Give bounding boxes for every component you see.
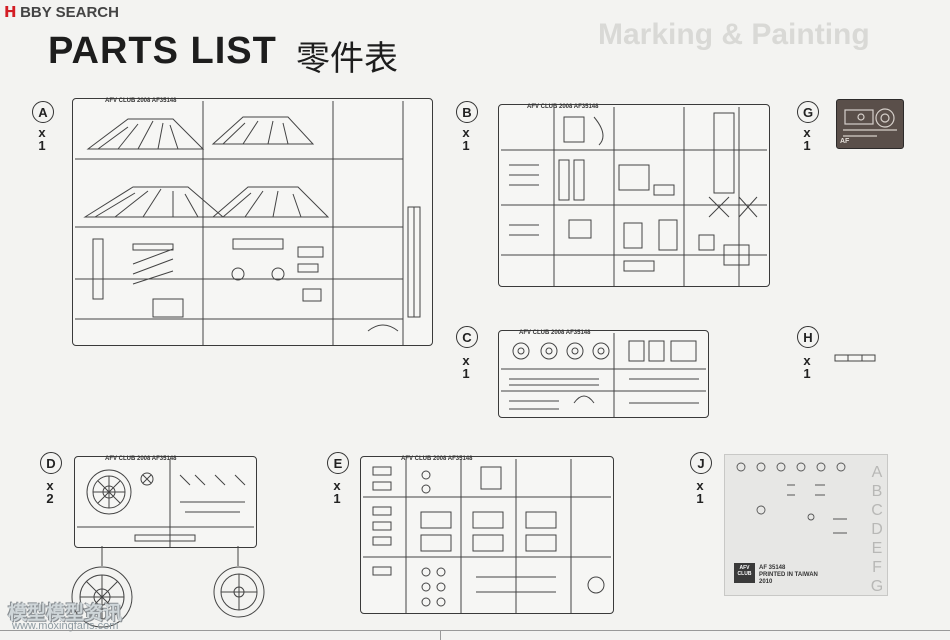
- sprue-a-label: AFV CLUB 2008 AF35148: [105, 98, 177, 104]
- sprue-qty-x-e: x: [333, 478, 341, 493]
- decal-year: 2010: [759, 579, 773, 585]
- page-title: PARTS LIST: [48, 30, 277, 72]
- sprue-qty-g: 1: [803, 138, 811, 153]
- sprue-qty-x-a: x: [38, 125, 46, 140]
- decal-letter: E: [871, 540, 883, 557]
- sprue-d-diagram: AFV CLUB 2008 AF35148: [74, 456, 257, 548]
- sprue-c-parts: [501, 333, 706, 417]
- bottom-divider: [0, 630, 950, 631]
- sprue-letter-j: J: [690, 452, 712, 474]
- decal-letter: F: [872, 559, 882, 576]
- decal-sheet-j: A B C D E F G AFV CLUB AF 35148 PRINTED …: [724, 454, 888, 596]
- photo-etch-parts: [843, 108, 897, 137]
- sprue-d-parts: [77, 459, 254, 547]
- sprue-qty-j: 1: [696, 491, 704, 506]
- wheel-part-right: [212, 565, 266, 619]
- logo-text: BBY SEARCH: [20, 3, 119, 21]
- page-title-chinese: 零件表: [296, 39, 398, 79]
- sprue-letter-d: D: [40, 452, 62, 474]
- etch-label: AF: [840, 138, 850, 145]
- decal-code: AF 35148: [759, 565, 786, 571]
- logo-mark: H: [4, 3, 17, 21]
- sprue-qty-b: 1: [462, 138, 470, 153]
- decal-letter: A: [871, 464, 883, 481]
- sprue-qty-d: 2: [46, 491, 54, 506]
- sprue-letter-h: H: [797, 326, 819, 348]
- wheel-connectors: [101, 546, 239, 566]
- sprue-h-part: [834, 349, 876, 362]
- wheel-right-drawing: [213, 566, 265, 618]
- sprue-c-label: AFV CLUB 2008 AF35148: [519, 330, 591, 336]
- sprue-qty-x-g: x: [803, 125, 811, 140]
- decal-side-letters: A B C D E F G: [870, 463, 884, 596]
- sprue-letter-b: B: [456, 101, 478, 123]
- sprue-a-diagram: AFV CLUB 2008 AF35148: [72, 98, 433, 346]
- sprue-qty-x-c: x: [462, 353, 470, 368]
- sprue-qty-x-b: x: [462, 125, 470, 140]
- sprue-c-diagram: AFV CLUB 2008 AF35148: [498, 330, 709, 418]
- sprue-qty-a: 1: [38, 138, 46, 153]
- sprue-letter-c: C: [456, 326, 478, 348]
- decal-letter: C: [871, 502, 883, 519]
- sprue-qty-c: 1: [462, 366, 470, 381]
- sprue-qty-x-h: x: [803, 353, 811, 368]
- sprue-letter-g: G: [797, 101, 819, 123]
- wheel-left-drawing: [71, 566, 133, 628]
- sprue-qty-e: 1: [333, 491, 341, 506]
- sprue-qty-h: 1: [803, 366, 811, 381]
- decal-letter: D: [871, 521, 883, 538]
- sprue-qty-x-d: x: [46, 478, 54, 493]
- decal-letter: G: [870, 578, 884, 595]
- watermark-url: www.moxingfans.com: [12, 620, 119, 632]
- decal-markings: [736, 462, 847, 534]
- sprue-b-parts: [501, 107, 767, 286]
- sprue-e-parts: [363, 459, 611, 613]
- sprue-a-parts: [75, 101, 421, 345]
- ghost-heading: Marking & Painting: [598, 18, 870, 51]
- sprue-b-diagram: AFV CLUB 2008 AF35148: [498, 104, 770, 287]
- decal-printed: PRINTED IN TAIWAN: [759, 572, 818, 578]
- sprue-b-label: AFV CLUB 2008 AF35148: [527, 104, 599, 110]
- photo-etch-sheet-g: AF: [836, 99, 904, 149]
- sprue-e-label: AFV CLUB 2008 AF35148: [401, 456, 473, 462]
- sprue-h-rod: [834, 354, 876, 362]
- sprue-letter-e: E: [327, 452, 349, 474]
- wheel-part-left: [70, 565, 134, 629]
- sprue-d-label: AFV CLUB 2008 AF35148: [105, 456, 177, 462]
- sprue-qty-x-j: x: [696, 478, 704, 493]
- sprue-letter-a: A: [32, 101, 54, 123]
- afv-club-logo: AFV CLUB: [734, 563, 755, 583]
- watermark-text: 模型模型资讯: [8, 602, 123, 624]
- sprue-e-diagram: AFV CLUB 2008 AF35148: [360, 456, 614, 614]
- bottom-divider-tick: [440, 630, 441, 640]
- decal-letter: B: [871, 483, 883, 500]
